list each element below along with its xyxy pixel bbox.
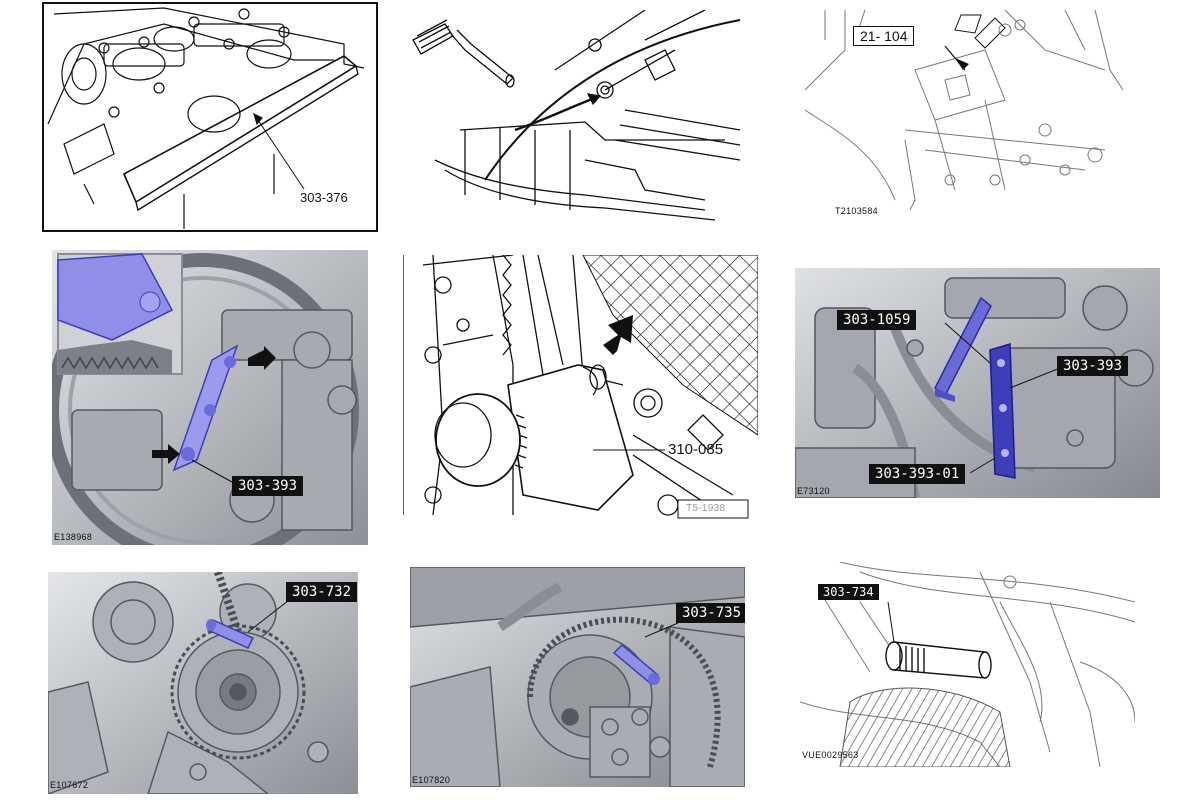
panel-tool-303-1059: 303-1059 303-393 303-393-01 E73120 [795, 268, 1160, 498]
tool-callout: 303-393 [232, 476, 304, 496]
panel-crankshaft-pin [405, 10, 750, 225]
camshaft-line-drawing [47, 7, 365, 229]
tool-callout: 303-393-01 [869, 464, 966, 484]
figure-id: T2103584 [835, 206, 878, 216]
tensioner-tool-line-drawing [403, 255, 758, 519]
tool-callout: 303-734 [818, 584, 879, 600]
panel-tool-310-085: 310-085 T5-1938 [403, 255, 758, 520]
arrow-icon [603, 315, 633, 355]
engine-render-illustration [48, 572, 358, 794]
tool-303-393-icon [172, 344, 239, 472]
tool-303-735-icon [612, 643, 660, 685]
figure-id: E107672 [50, 780, 89, 790]
tool-303-1059-icon [934, 296, 992, 402]
panel-tool-303-735: 303-735 E107820 [410, 567, 745, 787]
crank-pin-line-drawing [800, 562, 1135, 767]
tool-callout: 303-393 [1057, 356, 1129, 376]
tool-callout: 310-085 [668, 441, 724, 458]
tool-callout: 303-735 [676, 603, 745, 623]
figure-id: E107820 [412, 775, 451, 785]
figure-id: E138968 [54, 532, 93, 542]
figure-id: VUE0029563 [802, 750, 859, 760]
inset-detail [57, 253, 183, 375]
panel-tool-303-732: 303-732 E107672 [48, 572, 358, 794]
timing-pin-line-drawing [412, 10, 741, 221]
panel-tool-303-734: 303-734 VUE0029563 [800, 562, 1135, 767]
figure-id: T5-1938 [686, 503, 726, 514]
arrow-icon [152, 444, 180, 464]
engine-render-illustration [795, 268, 1160, 498]
arrow-icon [248, 346, 276, 370]
tool-303-732-icon [206, 619, 255, 649]
panel-camshaft-alignment: 303-376 [42, 2, 378, 232]
engine-render-illustration [410, 567, 745, 787]
tool-callout: 303-1059 [837, 310, 917, 330]
panel-tool-21-104: 21- 104 T2103584 [805, 10, 1123, 220]
engine-render-illustration [52, 250, 368, 545]
tool-callout: 303-732 [286, 582, 358, 602]
tool-callout: 21- 104 [853, 26, 915, 46]
tool-303-393-plate-icon [989, 343, 1016, 479]
timing-pin-icon [412, 19, 515, 88]
tool-303-734-icon [885, 641, 992, 679]
panel-tool-303-393: 303-393 E138968 [52, 250, 368, 545]
figure-id: E73120 [797, 486, 830, 496]
tool-callout: 303-376 [300, 190, 348, 205]
